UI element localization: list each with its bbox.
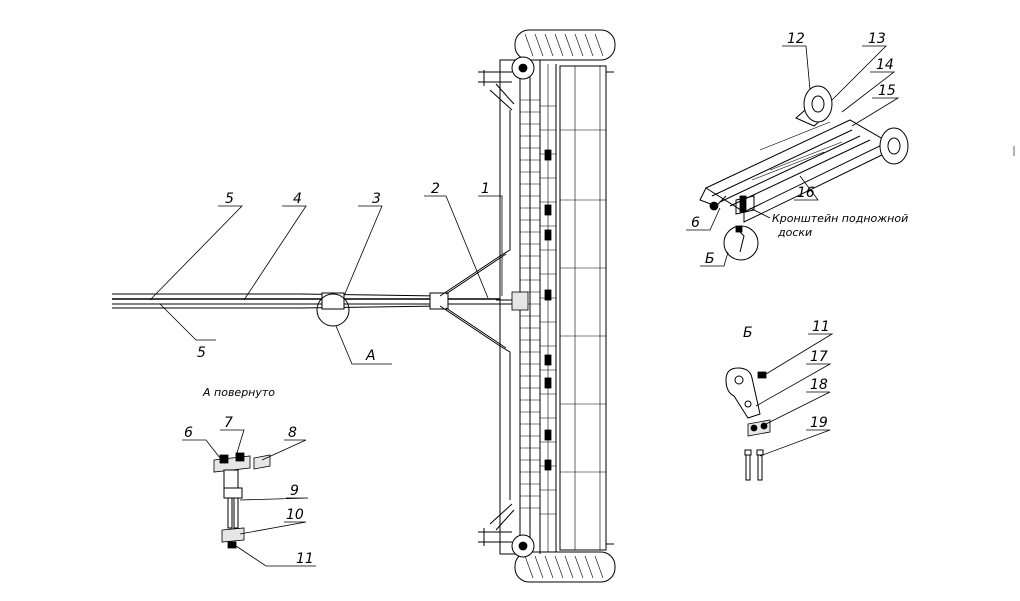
callout-5-top: 5: [225, 191, 234, 207]
callout-6-a: 6: [184, 425, 193, 441]
callout-3: 3: [372, 191, 381, 207]
hopper-box: [559, 65, 607, 551]
callout-4: 4: [293, 191, 302, 207]
callout-6-b: 6: [691, 215, 700, 231]
view-a-rotated-title: А повернуто: [202, 386, 275, 399]
view-a-marker: А: [365, 348, 376, 364]
seeding-unit-marks: [544, 149, 552, 471]
callout-14: 14: [876, 57, 894, 73]
iso-callouts: [686, 45, 900, 267]
bracket-note-line1: Кронштейн подножной: [772, 212, 908, 225]
drawbar-clamp: [321, 292, 345, 310]
top-wheel-tire: [514, 29, 616, 61]
drawbar: [112, 110, 529, 500]
callout-5-bottom: 5: [197, 345, 206, 361]
view-b-title: Б: [743, 325, 753, 341]
hopper-dividers: [560, 129, 606, 473]
detail-b-callouts: [755, 333, 834, 457]
bracket-note-line2: доски: [777, 226, 812, 239]
view-b-marker: Б: [705, 251, 715, 267]
iso-wheel-right: [879, 127, 909, 165]
top-wheel-tread: [524, 33, 604, 57]
iso-wheel-left: [803, 85, 833, 123]
callout-1: 1: [481, 181, 490, 197]
callout-10: 10: [286, 507, 304, 523]
bottom-wheel-tire: [514, 551, 616, 583]
callout-17: 17: [810, 349, 828, 365]
callout-11-b: 11: [812, 319, 830, 335]
main-frame: [112, 29, 616, 583]
bottom-wheel-tread: [524, 555, 604, 579]
callout-9: 9: [290, 483, 299, 499]
callout-12: 12: [787, 31, 805, 47]
callout-18: 18: [810, 377, 828, 393]
callout-19: 19: [810, 415, 828, 431]
callout-16: 16: [797, 185, 815, 201]
callout-7: 7: [224, 415, 233, 431]
callout-8: 8: [288, 425, 297, 441]
detail-b-assembly: [725, 367, 771, 481]
isometric-machine: [699, 85, 909, 261]
callout-2: 2: [431, 181, 440, 197]
callout-11-a: 11: [296, 551, 314, 567]
main-callouts: [149, 195, 503, 365]
detail-a-circle: [316, 293, 350, 327]
callout-15: 15: [878, 83, 896, 99]
callout-13: 13: [868, 31, 886, 47]
detail-a-callouts: [182, 429, 316, 567]
